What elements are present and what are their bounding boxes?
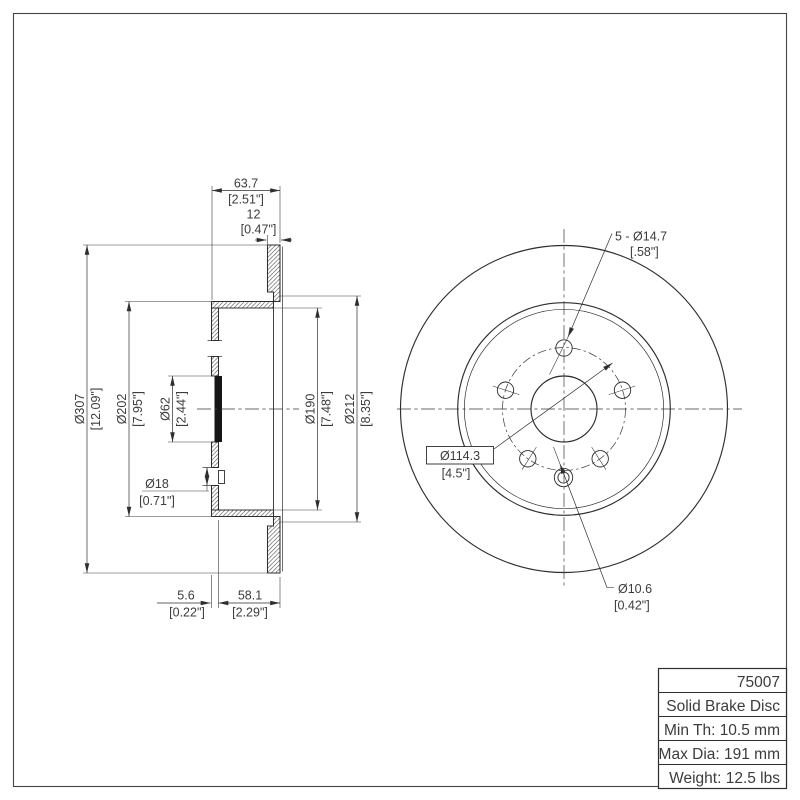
bolt-hole — [613, 381, 632, 399]
front-view: 5 - Ø14.7 [.58"] Ø114.3 [4.5"] Ø10.6 [0.… — [397, 229, 742, 613]
section-extension-lines — [83, 186, 361, 608]
section-view: 63.7 [2.51"] 12 [0.47"] Ø307 [12.09"] Ø2… — [73, 177, 373, 620]
dim-disc-thickness-mm: 12 — [247, 208, 261, 222]
dim-overall-width-in: [2.51"] — [228, 193, 264, 207]
hub-bore-edge — [214, 376, 222, 442]
bolt-hole — [519, 450, 537, 468]
dim-disc-thickness-in: [0.47"] — [241, 223, 277, 237]
part-number: 75007 — [737, 674, 780, 691]
part-description: Solid Brake Disc — [666, 698, 780, 715]
dim-outer-diameter-in: [12.09"] — [89, 388, 103, 431]
dim-inner-diameter-mm: Ø190 — [304, 394, 318, 425]
sheet-border — [12, 12, 788, 788]
dim-outer-diameter-mm: Ø307 — [73, 394, 87, 425]
dim-step-diameter-in: [8.35"] — [359, 391, 373, 427]
pin-hole-counterbore-circle — [553, 467, 574, 488]
bolt-hole — [496, 381, 515, 399]
title-block-border — [657, 667, 788, 790]
dim-pin-hole-in: [0.42"] — [614, 599, 650, 613]
dim-center-bore-mm: Ø62 — [159, 397, 173, 421]
min-thickness: Min Th: 10.5 mm — [664, 722, 780, 739]
dim-inner-diameter-in: [7.48"] — [320, 391, 334, 427]
dim-bolt-circle-in: [4.5"] — [442, 467, 471, 481]
front-leaders — [426, 233, 614, 588]
dim-bolt-circle-mm: Ø114.3 — [440, 449, 480, 463]
bolt-circle-dim-box — [426, 446, 494, 465]
section-dimension-labels: 63.7 [2.51"] 12 [0.47"] Ø307 [12.09"] Ø2… — [73, 177, 373, 620]
dim-pin-hole-mm: Ø10.6 — [618, 582, 652, 596]
section-edges — [197, 246, 299, 572]
max-diameter: Max Dia: 191 mm — [659, 746, 780, 763]
dim-bolt-holes-in: [.58"] — [630, 245, 659, 259]
dim-hat-diameter-in: [7.95"] — [131, 391, 145, 427]
dim-hat-wall-mm: 5.6 — [177, 589, 194, 603]
dim-bolt-holes-mm: 5 - Ø14.7 — [615, 230, 667, 244]
dim-hat-wall-in: [0.22"] — [169, 606, 205, 620]
dim-overall-width-mm: 63.7 — [234, 177, 258, 191]
dim-pin-counterbore-mm: Ø18 — [145, 477, 169, 491]
dim-step-diameter-mm: Ø212 — [343, 394, 357, 425]
dim-hat-diameter-mm: Ø202 — [115, 394, 129, 425]
pin-hole-boss — [218, 470, 225, 484]
dim-hat-depth-in: [2.29"] — [232, 606, 268, 620]
weight: Weight: 12.5 lbs — [669, 770, 780, 787]
dim-center-bore-in: [2.44"] — [175, 391, 189, 427]
section-dimension-lines — [84, 188, 360, 606]
dim-pin-counterbore-in: [0.71"] — [139, 494, 175, 508]
bolt-holes — [492, 339, 636, 488]
dim-hat-depth-mm: 58.1 — [238, 589, 262, 603]
title-block: 75007 Solid Brake Disc Min Th: 10.5 mm M… — [657, 667, 788, 790]
front-centerlines — [397, 229, 742, 589]
front-labels: 5 - Ø14.7 [.58"] Ø114.3 [4.5"] Ø10.6 [0.… — [440, 230, 667, 613]
bolt-hole — [591, 450, 609, 468]
